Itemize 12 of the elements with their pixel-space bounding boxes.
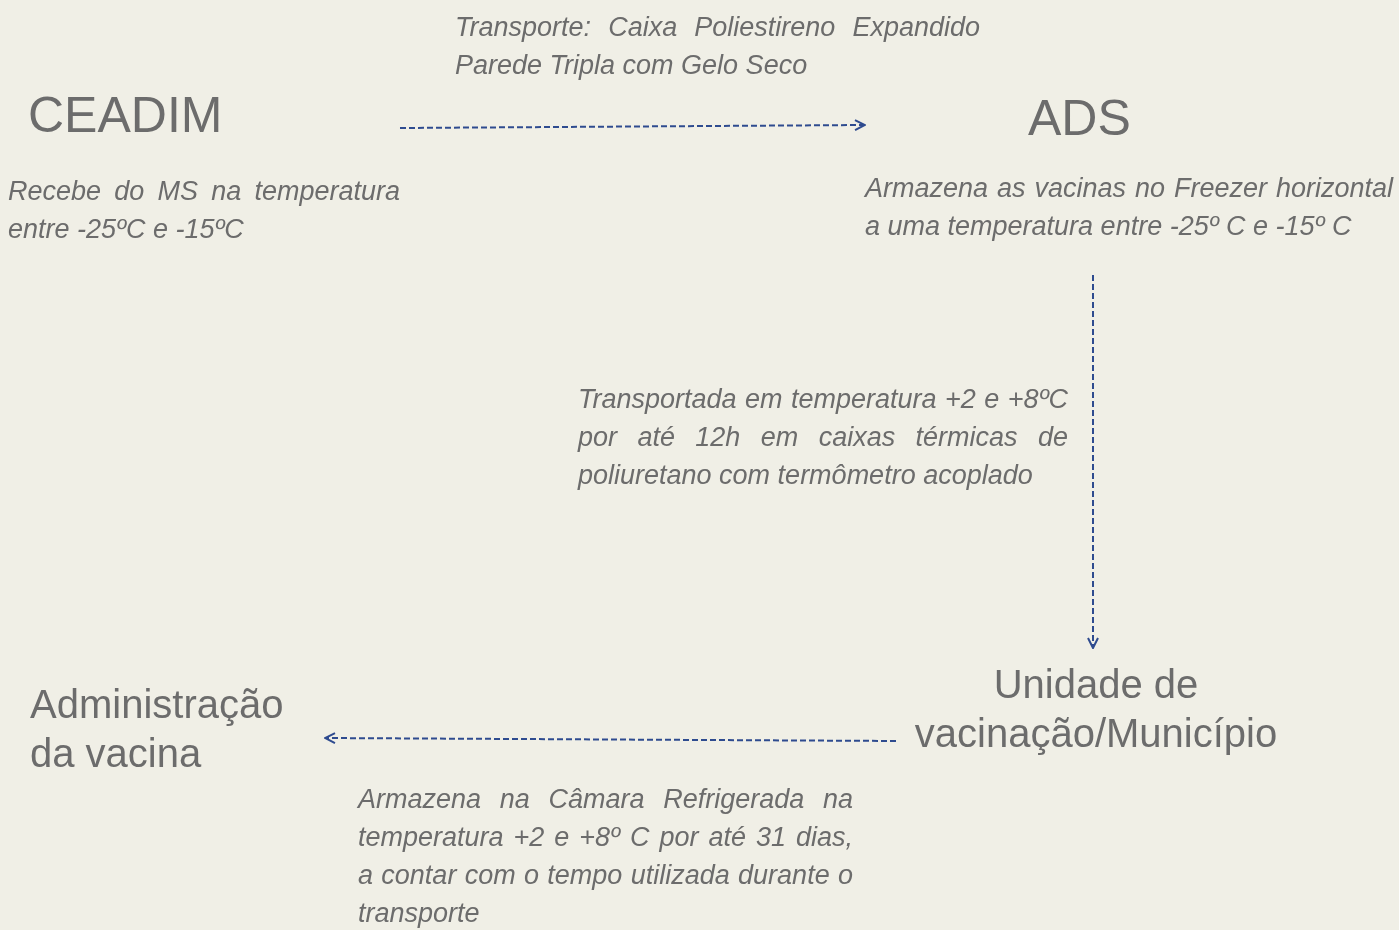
node-title: ADS	[1027, 89, 1132, 148]
edge-label: Transporte: Caixa Poliestireno Expandido Parede Tripla com Gelo Seco	[455, 11, 980, 82]
node-title: CEADIM	[27, 86, 224, 145]
arrow	[399, 119, 866, 132]
node-title: Administração da vacina	[30, 681, 285, 777]
node-note: Armazena na Câmara Refrigerada na temperatura +2 e +8º C por até 31 dias, a contar com o tempo utilizada durante o transporte	[358, 783, 853, 930]
arrow	[324, 732, 897, 745]
arrow	[1087, 274, 1099, 649]
edge-label: Transportada em temperatura +2 e +8ºC por até 12h em caixas térmicas de poliuretano com termômetro acoplado	[578, 383, 1068, 492]
node-description: Recebe do MS na temperatura entre -25ºC e -15ºC	[8, 175, 400, 246]
node-title: Unidade de vacinação/Município	[913, 661, 1279, 757]
node-description: Armazena as vacinas no Freezer horizontal a uma temperatura entre -25º C e -15º C	[865, 172, 1393, 243]
